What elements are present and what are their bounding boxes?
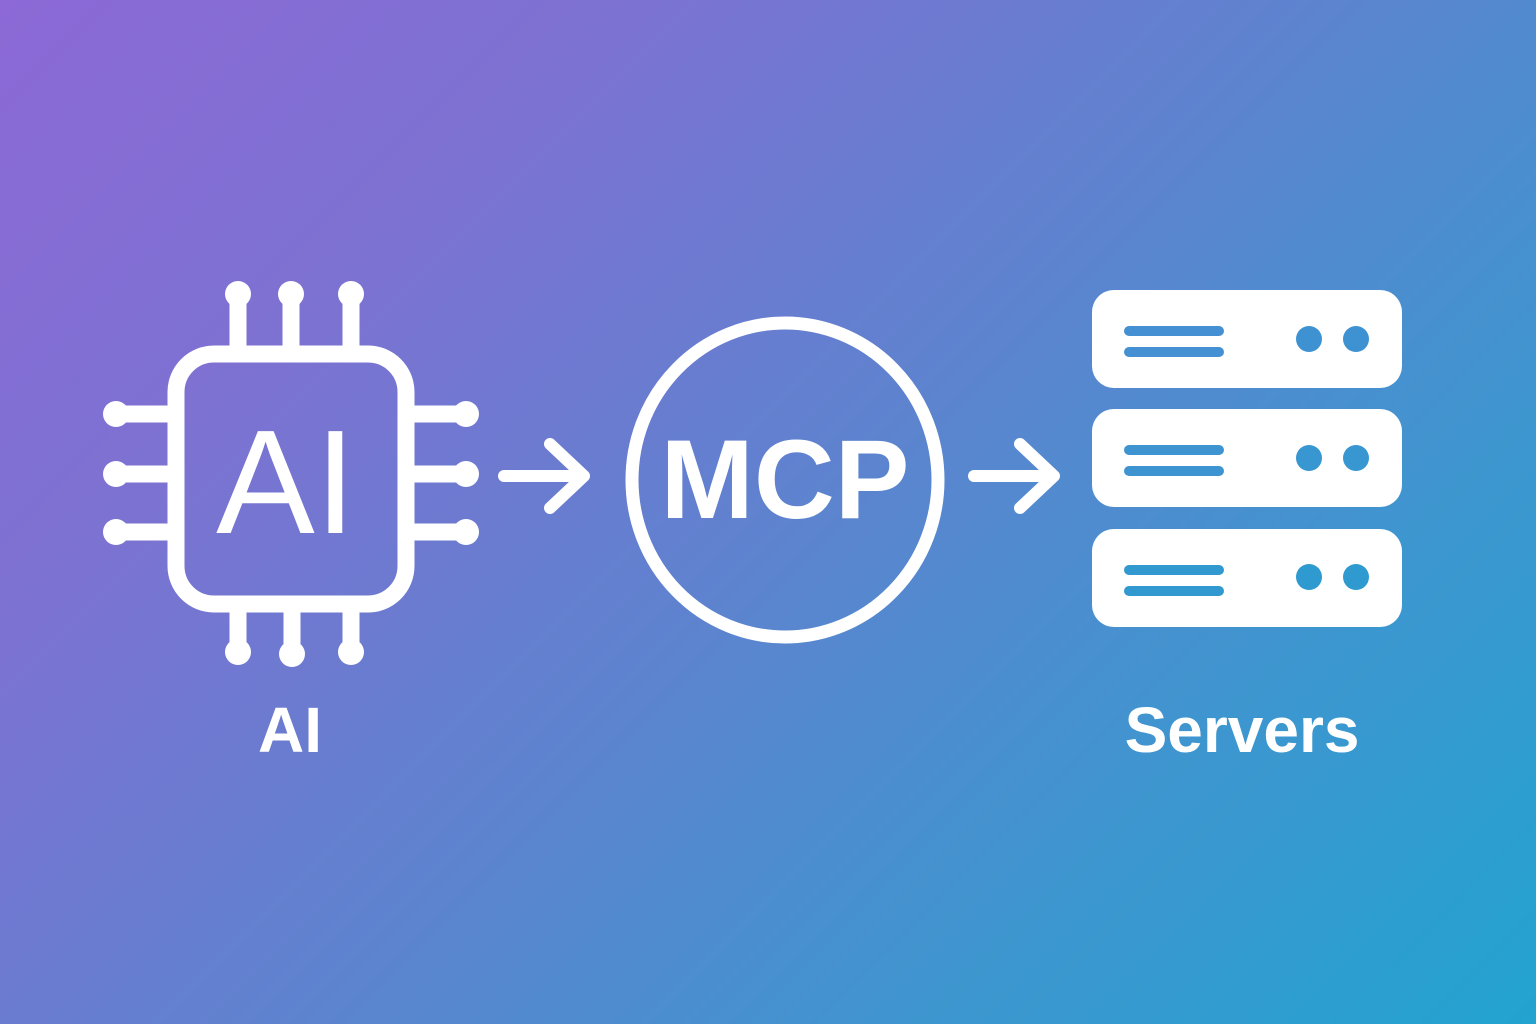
mcp-node: MCP xyxy=(610,310,960,650)
ai-node: AI xyxy=(96,276,486,668)
arrow-right-icon xyxy=(498,438,590,514)
ai-chip-icon: AI xyxy=(103,281,479,667)
edge-mcp-to-servers xyxy=(966,436,1062,516)
ai-label: AI xyxy=(258,694,322,766)
arrow-right-icon xyxy=(968,438,1060,514)
servers-node xyxy=(1090,290,1404,630)
server-unit xyxy=(1092,290,1402,388)
server-unit xyxy=(1092,409,1402,507)
mcp-text: MCP xyxy=(661,417,910,542)
circle-icon: MCP xyxy=(625,316,945,644)
server-unit xyxy=(1092,529,1402,627)
ai-chip-text: AI xyxy=(216,400,356,565)
server-stack-icon xyxy=(1092,290,1402,627)
servers-label: Servers xyxy=(1124,694,1360,766)
edge-ai-to-mcp xyxy=(496,436,592,516)
